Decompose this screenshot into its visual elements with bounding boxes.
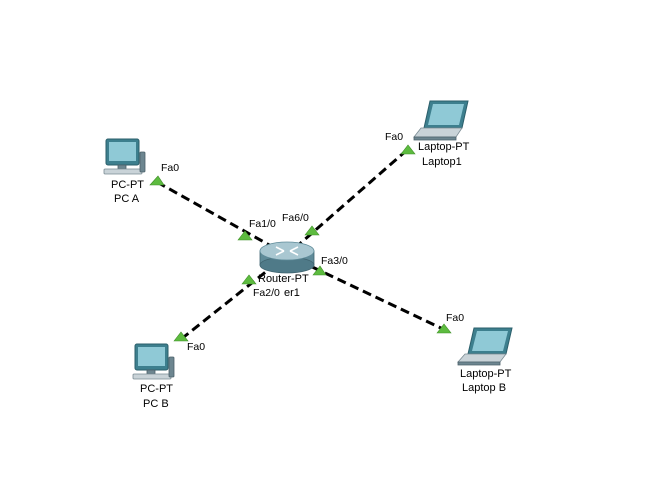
pc-icon — [132, 343, 175, 380]
laptop1-device[interactable]: Laptop-PT Laptop1 — [413, 100, 470, 168]
port-indicator-router-fa6-0 — [304, 225, 320, 236]
pc-a-model-label: PC-PT — [111, 179, 144, 191]
port-indicator-router-fa1-0 — [237, 230, 253, 241]
port-indicator-pc-b-fa0 — [173, 331, 189, 342]
port-label-router-fa1-0: Fa1/0 — [249, 218, 276, 230]
pc-a-device[interactable]: PC-PT PC A — [103, 138, 146, 205]
port-label-router-fa2-0: Fa2/0 — [253, 287, 280, 299]
link-laptop-b-router[interactable] — [286, 253, 446, 332]
link-pc-a-router[interactable] — [156, 180, 288, 257]
port-label-router-fa6-0: Fa6/0 — [282, 212, 309, 224]
pc-b-device[interactable]: PC-PT PC B — [132, 343, 175, 410]
port-indicator-router-fa2-0 — [241, 274, 257, 285]
port-indicator-pc-a-fa0 — [149, 175, 165, 186]
pc-b-model-label: PC-PT — [140, 383, 173, 395]
port-indicator-router-fa3-0 — [312, 265, 327, 276]
laptop-icon — [413, 100, 469, 141]
port-label-laptop1-fa0: Fa0 — [385, 131, 403, 143]
router-device[interactable]: Router-PT er1 — [258, 241, 315, 299]
port-label-router-fa3-0: Fa3/0 — [321, 255, 348, 267]
pc-b-name-label: PC B — [143, 398, 169, 410]
port-label-pc-b-fa0: Fa0 — [187, 341, 205, 353]
port-indicator-laptop1-fa0 — [400, 144, 416, 155]
port-label-pc-a-fa0: Fa0 — [161, 162, 179, 174]
router-model-label: Router-PT — [258, 273, 309, 285]
port-indicator-laptop-b-fa0 — [436, 323, 452, 334]
port-labels: Fa0 Fa1/0 Fa0 Fa6/0 Fa3/0 Fa0 Fa2/0 Fa0 — [161, 131, 464, 353]
laptop1-name-label: Laptop1 — [422, 156, 462, 168]
laptop-b-model-label: Laptop-PT — [460, 368, 512, 380]
port-indicators — [149, 144, 452, 342]
laptop-b-device[interactable]: Laptop-PT Laptop B — [457, 327, 513, 394]
laptop1-model-label: Laptop-PT — [418, 141, 470, 153]
laptop-b-name-label: Laptop B — [462, 382, 506, 394]
laptop-icon — [457, 327, 513, 366]
pc-icon — [103, 138, 146, 175]
pc-a-name-label: PC A — [114, 193, 140, 205]
port-label-laptop-b-fa0: Fa0 — [446, 312, 464, 324]
router-name-label: er1 — [284, 287, 300, 299]
link-laptop1-router[interactable] — [286, 148, 408, 257]
router-icon — [259, 241, 315, 274]
